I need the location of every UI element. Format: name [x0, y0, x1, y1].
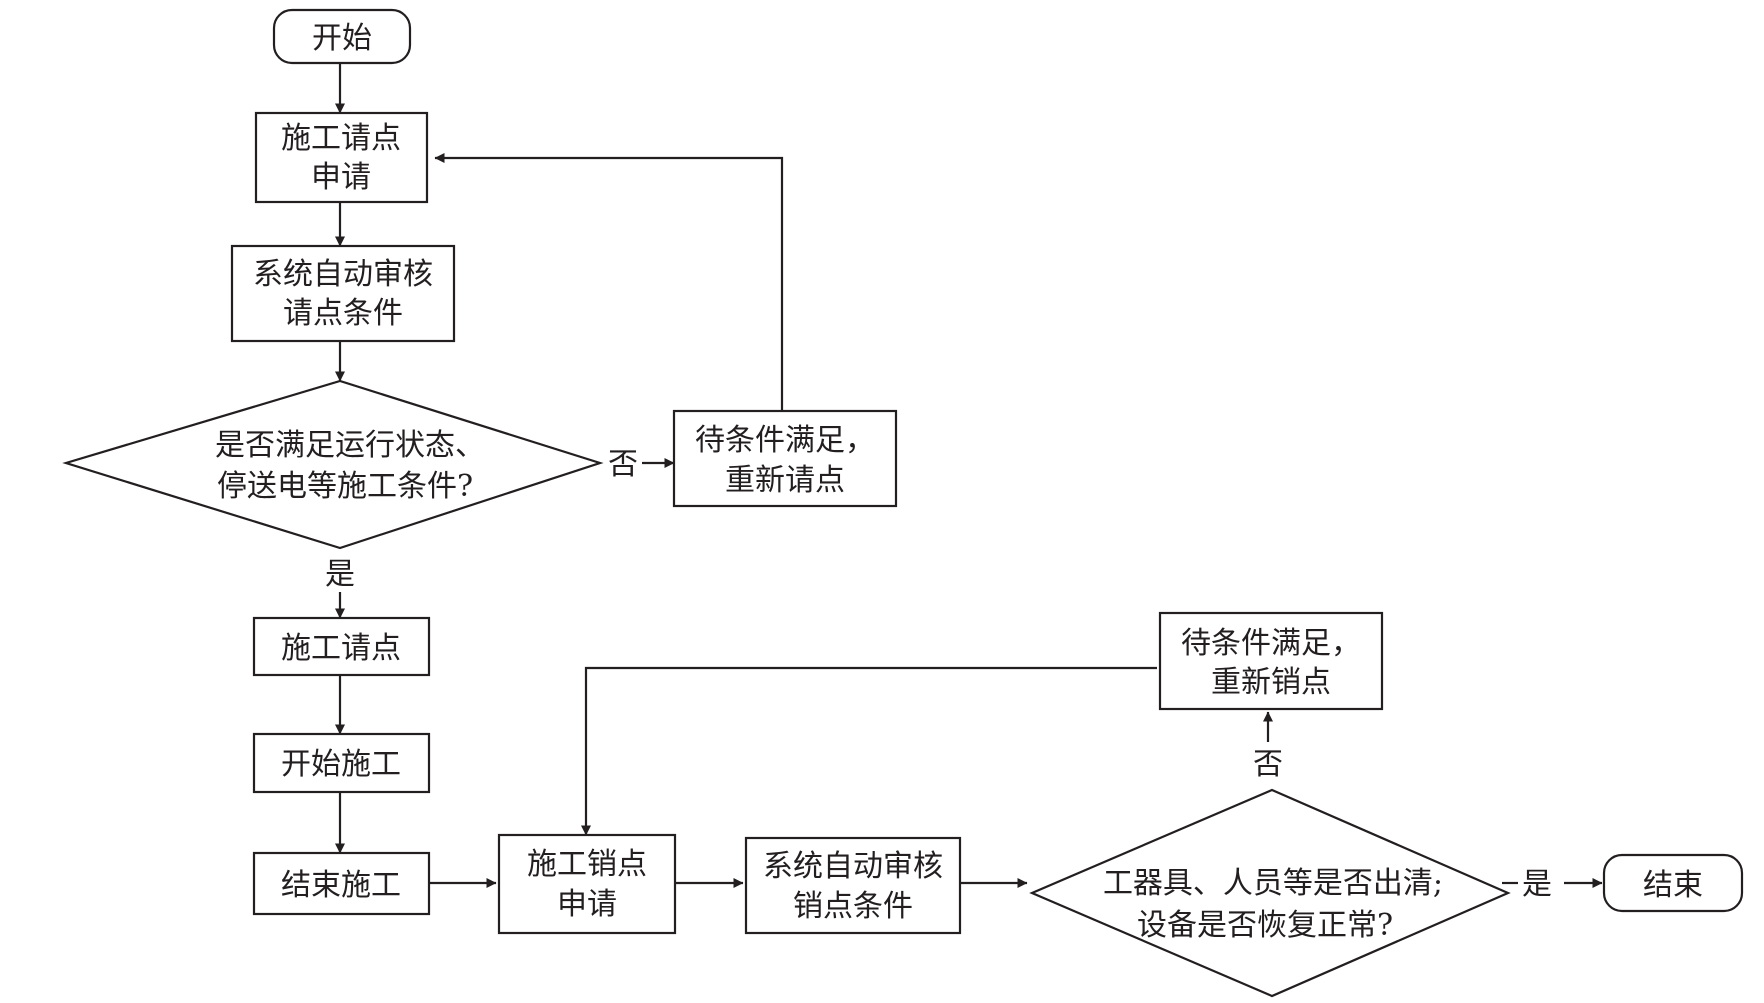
edge-label-yes-1: 是: [325, 557, 355, 592]
node-wait-cancel: 待条件满足， 重新销点: [1158, 611, 1384, 711]
node-begin-work: 开始施工: [252, 732, 431, 794]
arrow-wait-back-to-apply: [434, 153, 784, 411]
node-check-line1: 是否满足运行状态、: [215, 428, 485, 463]
node-start: 开始: [272, 8, 412, 65]
node-cancel-audit: 系统自动审核 销点条件: [744, 836, 962, 935]
node-end-work: 结束施工: [252, 851, 431, 916]
edge-label-no-2: 否: [1253, 747, 1283, 782]
node-check-line2: 停送电等施工条件?: [217, 469, 473, 504]
node-check-decision: 是否满足运行状态、 停送电等施工条件?: [62, 379, 604, 550]
arrow-wait2-back-to-cancel: [581, 666, 1157, 836]
node-clear-decision: 工器具、人员等是否出清; 设备是否恢复正常?: [1029, 788, 1511, 998]
node-cancel-audit-line2: 销点条件: [793, 889, 913, 924]
node-wait2-line2: 重新销点: [1211, 665, 1331, 700]
node-start-label: 开始: [312, 21, 372, 56]
node-cancel-apply: 施工销点 申请: [497, 833, 677, 935]
node-request: 施工请点: [252, 616, 431, 677]
node-end-label: 结束: [1643, 868, 1703, 903]
node-cancel-line1: 施工销点: [527, 847, 647, 882]
node-audit-line1: 系统自动审核: [253, 257, 433, 292]
node-apply-line2: 申请: [311, 160, 371, 195]
node-audit: 系统自动审核 请点条件: [230, 244, 456, 343]
node-cancel-line2: 申请: [557, 887, 617, 922]
node-apply-line1: 施工请点: [281, 121, 401, 156]
node-wait-request: 待条件满足， 重新请点: [672, 409, 898, 508]
edge-label-no-1: 否: [608, 447, 638, 482]
edge-labels: 否 是 否 是: [322, 444, 1556, 904]
edge-label-yes-2: 是: [1522, 867, 1552, 902]
node-request-label: 施工请点: [281, 631, 401, 666]
node-end-work-label: 结束施工: [281, 868, 401, 903]
node-wait-line2: 重新请点: [725, 463, 845, 498]
node-wait-line1: 待条件满足，: [695, 423, 875, 458]
node-clear-line1: 工器具、人员等是否出清;: [1103, 866, 1443, 901]
node-begin-work-label: 开始施工: [281, 747, 401, 782]
node-audit-line2: 请点条件: [283, 296, 403, 331]
node-clear-line2: 设备是否恢复正常?: [1137, 908, 1393, 943]
node-end: 结束: [1602, 853, 1744, 913]
node-cancel-audit-line1: 系统自动审核: [763, 849, 943, 884]
node-apply: 施工请点 申请: [254, 111, 429, 204]
node-wait2-line1: 待条件满足，: [1181, 626, 1361, 661]
